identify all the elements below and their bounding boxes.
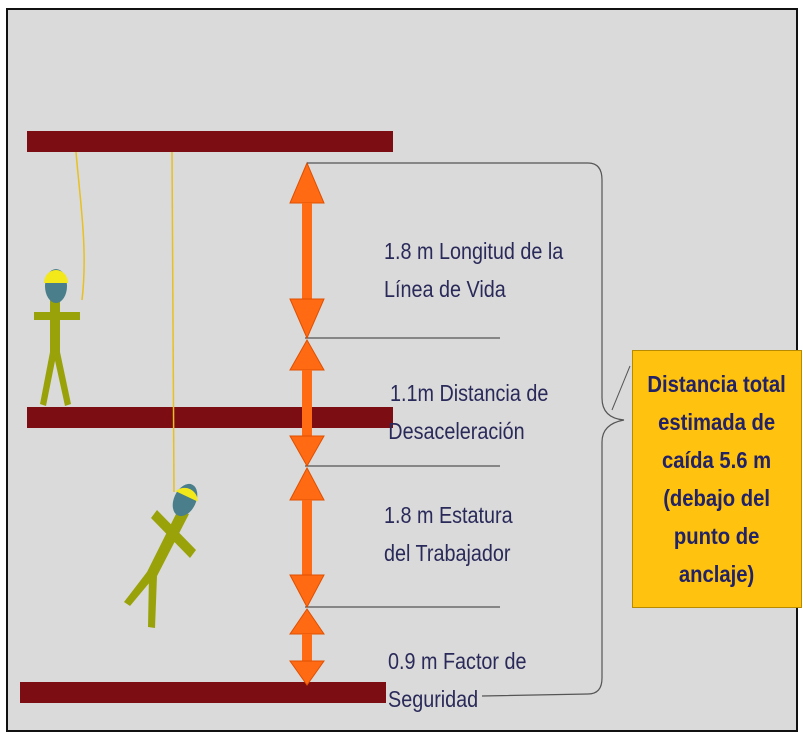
segment-label-deceleration: 1.1m Distancia de Desaceleración: [388, 374, 549, 450]
falling-worker-figure: [124, 483, 198, 628]
segment-label-line: Línea de Vida: [384, 276, 506, 302]
standing-worker-figure: [34, 269, 80, 406]
arrow-worker-height: [289, 466, 325, 609]
total-distance-box: Distancia total estimada de caída 5.6 m …: [632, 350, 802, 608]
bottom-beam: [20, 682, 386, 703]
segment-label-line: Seguridad: [388, 686, 479, 712]
total-distance-text: Distancia total estimada de caída 5.6 m …: [647, 371, 787, 587]
segment-label-worker-height: 1.8 m Estatura del Trabajador: [384, 496, 513, 572]
top-beam: [27, 131, 393, 152]
brace-connector: [611, 365, 631, 411]
middle-beam: [27, 407, 393, 428]
segment-label-lifeline: 1.8 m Longitud de la Línea de Vida: [384, 232, 563, 308]
segment-label-line: Desaceleración: [388, 418, 525, 444]
lifeline-falling: [171, 151, 175, 493]
lifeline-standing: [75, 151, 85, 301]
total-distance-brace: [307, 162, 625, 697]
segment-label-line: 1.1m Distancia de: [390, 380, 549, 406]
segment-label-line: 1.8 m Longitud de la: [384, 238, 564, 264]
segment-label-line: del Trabajador: [384, 540, 511, 566]
segment-label-safety-factor: 0.9 m Factor de Seguridad: [388, 642, 527, 718]
arrow-deceleration: [289, 338, 325, 468]
segment-label-line: 0.9 m Factor de: [388, 648, 527, 674]
arrow-safety-factor: [289, 608, 325, 686]
arrow-lifeline-length: [289, 161, 325, 340]
segment-label-line: 1.8 m Estatura: [384, 502, 513, 528]
